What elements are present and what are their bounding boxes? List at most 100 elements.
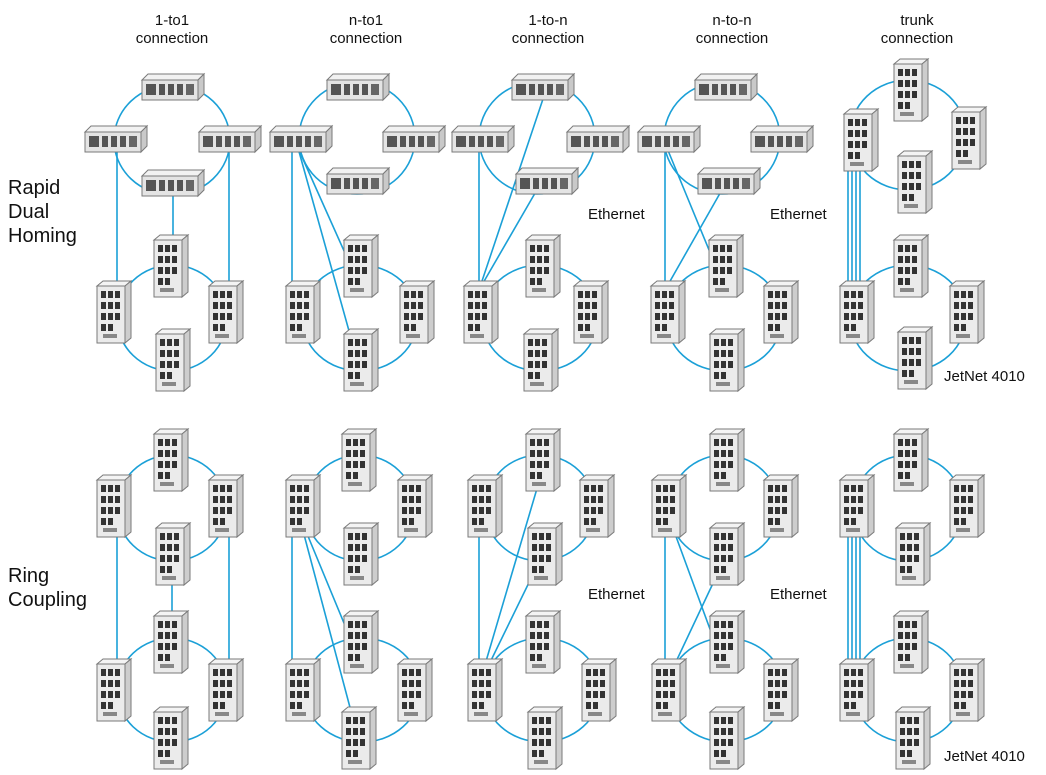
device-label-top: JetNet 4010 <box>944 368 1025 385</box>
din-switch <box>893 234 929 298</box>
rack-switch <box>566 125 630 153</box>
din-switch <box>153 428 189 492</box>
column-title-nto1: n-to1 connection <box>329 12 403 47</box>
rack-switch <box>515 167 579 195</box>
din-switch <box>651 658 687 722</box>
din-switch <box>708 234 744 298</box>
ethernet-label-rdh-1ton: Ethernet <box>588 206 645 223</box>
ethernet-label-rc-nton: Ethernet <box>770 586 827 603</box>
link <box>666 147 715 263</box>
din-switch <box>155 522 191 586</box>
din-switch <box>397 658 433 722</box>
link <box>297 511 357 731</box>
din-switch <box>467 658 503 722</box>
ethernet-label-rc-1ton: Ethernet <box>588 586 645 603</box>
rack-switch <box>269 125 333 153</box>
din-switch <box>895 522 931 586</box>
din-switch <box>343 522 379 586</box>
din-switch <box>285 280 321 344</box>
din-switch <box>341 706 377 770</box>
din-switch <box>467 474 503 538</box>
din-switch <box>949 474 985 538</box>
din-switch <box>208 658 244 722</box>
din-switch <box>763 474 799 538</box>
din-switch <box>650 280 686 344</box>
din-switch <box>208 280 244 344</box>
devices-layer <box>84 58 987 770</box>
din-switch <box>709 610 745 674</box>
ethernet-label-rdh-nton: Ethernet <box>770 206 827 223</box>
din-switch <box>951 106 987 170</box>
rack-switch <box>451 125 515 153</box>
rack-switch <box>511 73 575 101</box>
rack-switch <box>637 125 701 153</box>
din-switch <box>527 522 563 586</box>
din-switch <box>843 108 879 172</box>
din-switch <box>343 234 379 298</box>
rack-switch <box>750 125 814 153</box>
din-switch <box>96 280 132 344</box>
rack-switch <box>694 73 758 101</box>
row-title-rapid-dual-homing: Rapid Dual Homing <box>8 177 77 247</box>
din-switch <box>893 58 929 122</box>
din-switch <box>839 474 875 538</box>
row-title-ring-coupling: Ring Coupling <box>8 565 87 611</box>
din-switch <box>208 474 244 538</box>
din-switch <box>285 474 321 538</box>
rack-switch <box>326 73 390 101</box>
din-switch <box>399 280 435 344</box>
link <box>478 187 539 291</box>
din-switch <box>651 474 687 538</box>
din-switch <box>949 280 985 344</box>
column-title-trunk: trunk connection <box>880 12 954 47</box>
din-switch <box>573 280 609 344</box>
din-switch <box>153 234 189 298</box>
din-switch <box>581 658 617 722</box>
din-switch <box>285 658 321 722</box>
din-switch <box>523 328 559 392</box>
din-switch <box>341 428 377 492</box>
din-switch <box>153 610 189 674</box>
din-switch <box>839 658 875 722</box>
din-switch <box>525 428 561 492</box>
link <box>478 457 547 686</box>
din-switch <box>397 474 433 538</box>
device-label-bottom: JetNet 4010 <box>944 748 1025 765</box>
column-title-nton: n-to-n connection <box>695 12 769 47</box>
din-switch <box>343 328 379 392</box>
din-switch <box>897 326 933 390</box>
din-switch <box>839 280 875 344</box>
column-title-1ton: 1-to-n connection <box>511 12 585 47</box>
din-switch <box>527 706 563 770</box>
din-switch <box>709 522 745 586</box>
din-switch <box>525 234 561 298</box>
din-switch <box>343 610 379 674</box>
din-switch <box>155 328 191 392</box>
rack-switch <box>141 169 205 197</box>
rack-switch <box>382 125 446 153</box>
link <box>478 89 547 291</box>
din-switch <box>893 428 929 492</box>
din-switch <box>96 658 132 722</box>
column-title-1to1: 1-to1 connection <box>135 12 209 47</box>
rack-switch <box>84 125 148 153</box>
din-switch <box>895 706 931 770</box>
link <box>664 187 724 291</box>
din-switch <box>463 280 499 344</box>
din-switch <box>893 610 929 674</box>
din-switch <box>709 706 745 770</box>
rack-switch <box>697 167 761 195</box>
link <box>297 147 357 357</box>
din-switch <box>763 280 799 344</box>
rack-switch <box>141 73 205 101</box>
din-switch <box>709 428 745 492</box>
din-switch <box>579 474 615 538</box>
din-switch <box>949 658 985 722</box>
din-switch <box>525 610 561 674</box>
link <box>297 147 350 263</box>
rack-switch <box>326 167 390 195</box>
din-switch <box>709 328 745 392</box>
din-switch <box>153 706 189 770</box>
